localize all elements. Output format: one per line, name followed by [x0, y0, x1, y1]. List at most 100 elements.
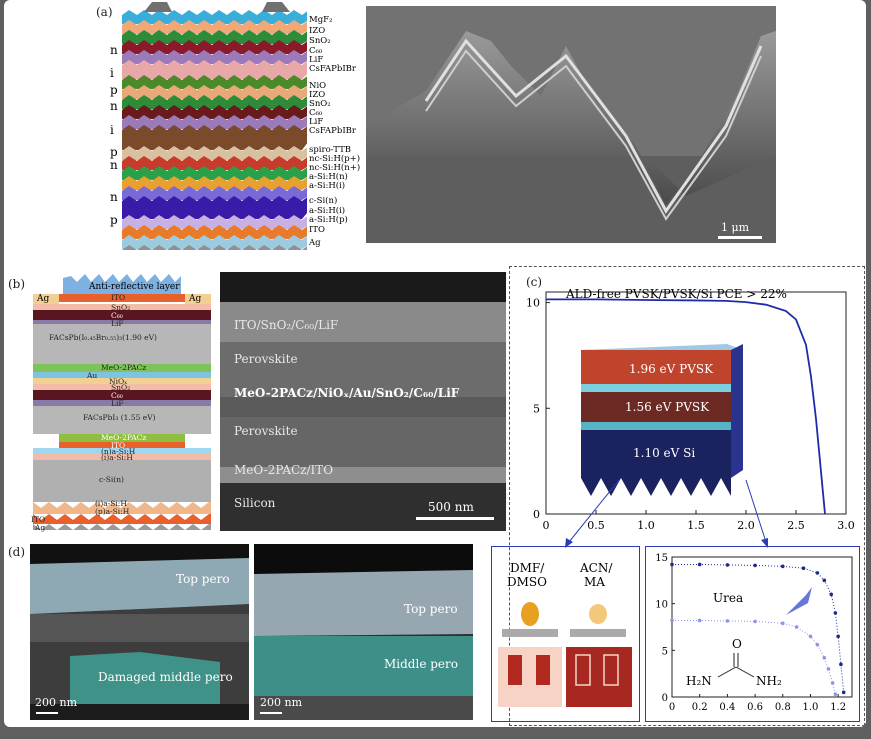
d1-bottom: Damaged middle pero: [98, 670, 233, 684]
x-tick-label: 3.0: [837, 519, 855, 532]
urea-n2: NH₂: [756, 674, 782, 688]
panel-b-label: (b): [8, 277, 26, 291]
x-tick-label: 0.2: [692, 702, 708, 713]
inset-layer-3: 1.10 eV Si: [633, 446, 696, 460]
stack-b-label: ITO: [111, 293, 126, 302]
x-tick-label: 0.5: [587, 519, 605, 532]
jv-point: [839, 662, 843, 667]
inset-pointer-lines: [565, 480, 768, 548]
stack-a-side-letter: p: [110, 213, 118, 227]
stack-a-layer: [122, 95, 307, 109]
stack-a-side-letter: i: [110, 66, 114, 80]
stack-a-layer: [122, 186, 307, 200]
stack-a-layer: [122, 85, 307, 99]
stack-a-layer: [122, 225, 307, 239]
jv-point: [830, 681, 835, 685]
process-inset: DMF/ DMSO ACN/ MA: [491, 546, 640, 722]
y-tick-label: 10: [655, 600, 668, 611]
stack-a-layer-label: Ag: [309, 238, 321, 248]
x-tick-label: 1.0: [637, 519, 655, 532]
jv-point: [780, 564, 785, 569]
stack-b-label: FACsPb(I₀.₄₅Br₀.₅₅)₃(1.90 eV): [49, 333, 157, 342]
stack-a-layer-label: CsFAPbIBr: [309, 126, 356, 136]
stack-a-layer-label: a-Si:H(i): [309, 181, 346, 191]
jv-point: [725, 619, 730, 623]
chart-c2-frame: [671, 556, 853, 698]
stack-a-layer: [122, 245, 307, 250]
x-tick-label: 0: [543, 519, 550, 532]
stack-a-layer-label: C₆₀: [309, 108, 323, 118]
stack-a-layer: [122, 10, 307, 24]
sem-b-label: MeO-2PACz/ITO: [234, 463, 334, 477]
stack-a-layer-label: C₆₀: [309, 46, 323, 56]
stack-b-label: Au: [87, 371, 98, 380]
inset-layer-2: 1.56 eV PVSK: [625, 400, 710, 414]
d1-top: Top pero: [176, 572, 230, 586]
panel-d-sem-2: Top pero Middle pero 200 nm: [254, 544, 473, 720]
sem-b-label: Perovskite: [234, 352, 298, 366]
inset-layer-1: 1.96 eV PVSK: [629, 362, 714, 376]
stack-a-layer-label: SnO₂: [309, 36, 331, 46]
stack-b-label: FACsPbI₃ (1.55 eV): [83, 413, 156, 422]
x-tick-label: 0.6: [747, 702, 763, 713]
stack-a-side-letter: p: [110, 145, 118, 159]
panel-a-scale-label: 1 μm: [721, 221, 750, 234]
stack-b-label: Ag: [35, 523, 46, 532]
stack-a-layer: [122, 235, 307, 249]
stack-a-layer: [122, 166, 307, 180]
stack-a-layer: [122, 176, 307, 190]
y-tick-label: 5: [662, 646, 668, 657]
stack-a-layer-label: a-Si:H(n): [309, 172, 348, 182]
stack-b-label: C₆₀: [111, 311, 123, 320]
urea-bond: [717, 666, 737, 678]
panel-c-device-inset: 1.96 eV PVSK 1.56 eV PVSK 1.10 eV Si: [577, 340, 747, 500]
jv-point: [725, 563, 730, 567]
d1-scale-bar: [36, 712, 58, 714]
stack-a-layer-label: SnO₂: [309, 99, 331, 109]
stack-a-layer: [122, 50, 307, 64]
d2-scale-bar: [260, 712, 282, 714]
panel-a-label: (a): [96, 5, 113, 19]
stack-b-label: MeO-2PACz: [101, 433, 147, 442]
d2-top: Top pero: [404, 602, 458, 616]
arc-label: Anti-reflective layer: [89, 282, 180, 292]
stack-a-layer-label: spiro-TTB: [309, 145, 352, 155]
jv-point: [780, 621, 785, 626]
panel-a-scale-bar: [718, 236, 762, 239]
stack-a-layer-label: a-Si:H(p): [309, 215, 348, 225]
stack-a-side-letter: n: [110, 190, 118, 204]
d2-scale-label: 200 nm: [260, 696, 303, 709]
stack-b-label: NiOₓ: [109, 377, 128, 386]
panel-d-sem-1: Top pero Damaged middle pero 200 nm: [30, 544, 249, 720]
stack-b-label: LiF: [111, 399, 124, 408]
urea-bond: [735, 666, 755, 678]
x-tick-label: 0.4: [719, 702, 735, 713]
urea-n1: H₂N: [686, 674, 712, 688]
stack-a-layer-label: NiO: [309, 81, 327, 91]
stack-b-label: (n)a-Si:H: [101, 447, 136, 456]
stack-b-label: SnO₂: [111, 303, 131, 312]
stack-a-layer: [122, 146, 307, 160]
jv-point: [836, 634, 840, 639]
ag-left: Ag: [37, 294, 50, 304]
y-tick-label: 0: [533, 508, 540, 521]
stack-a-side-letter: n: [110, 43, 118, 57]
stack-a-layer-label: LiF: [309, 55, 324, 65]
urea-o: O: [732, 637, 742, 651]
stack-a-layer: [122, 115, 307, 129]
sem-b-label: ITO/SnO₂/C₆₀/LiF: [234, 318, 339, 332]
sem-b-label: Silicon: [234, 496, 276, 510]
d1-scale-label: 200 nm: [35, 696, 78, 709]
stack-a-side-letter: n: [110, 99, 118, 113]
x-tick-label: 1.5: [687, 519, 705, 532]
stack-b-label: (p)a-Si:H: [95, 507, 130, 516]
mgf2-bumps: [144, 2, 290, 12]
panel-d-label: (d): [8, 545, 26, 559]
stack-a-layer-label: nc-Si:H(p+): [309, 154, 361, 164]
solvent-right-1: ACN/: [580, 561, 613, 575]
y-tick-label: 5: [533, 402, 540, 415]
